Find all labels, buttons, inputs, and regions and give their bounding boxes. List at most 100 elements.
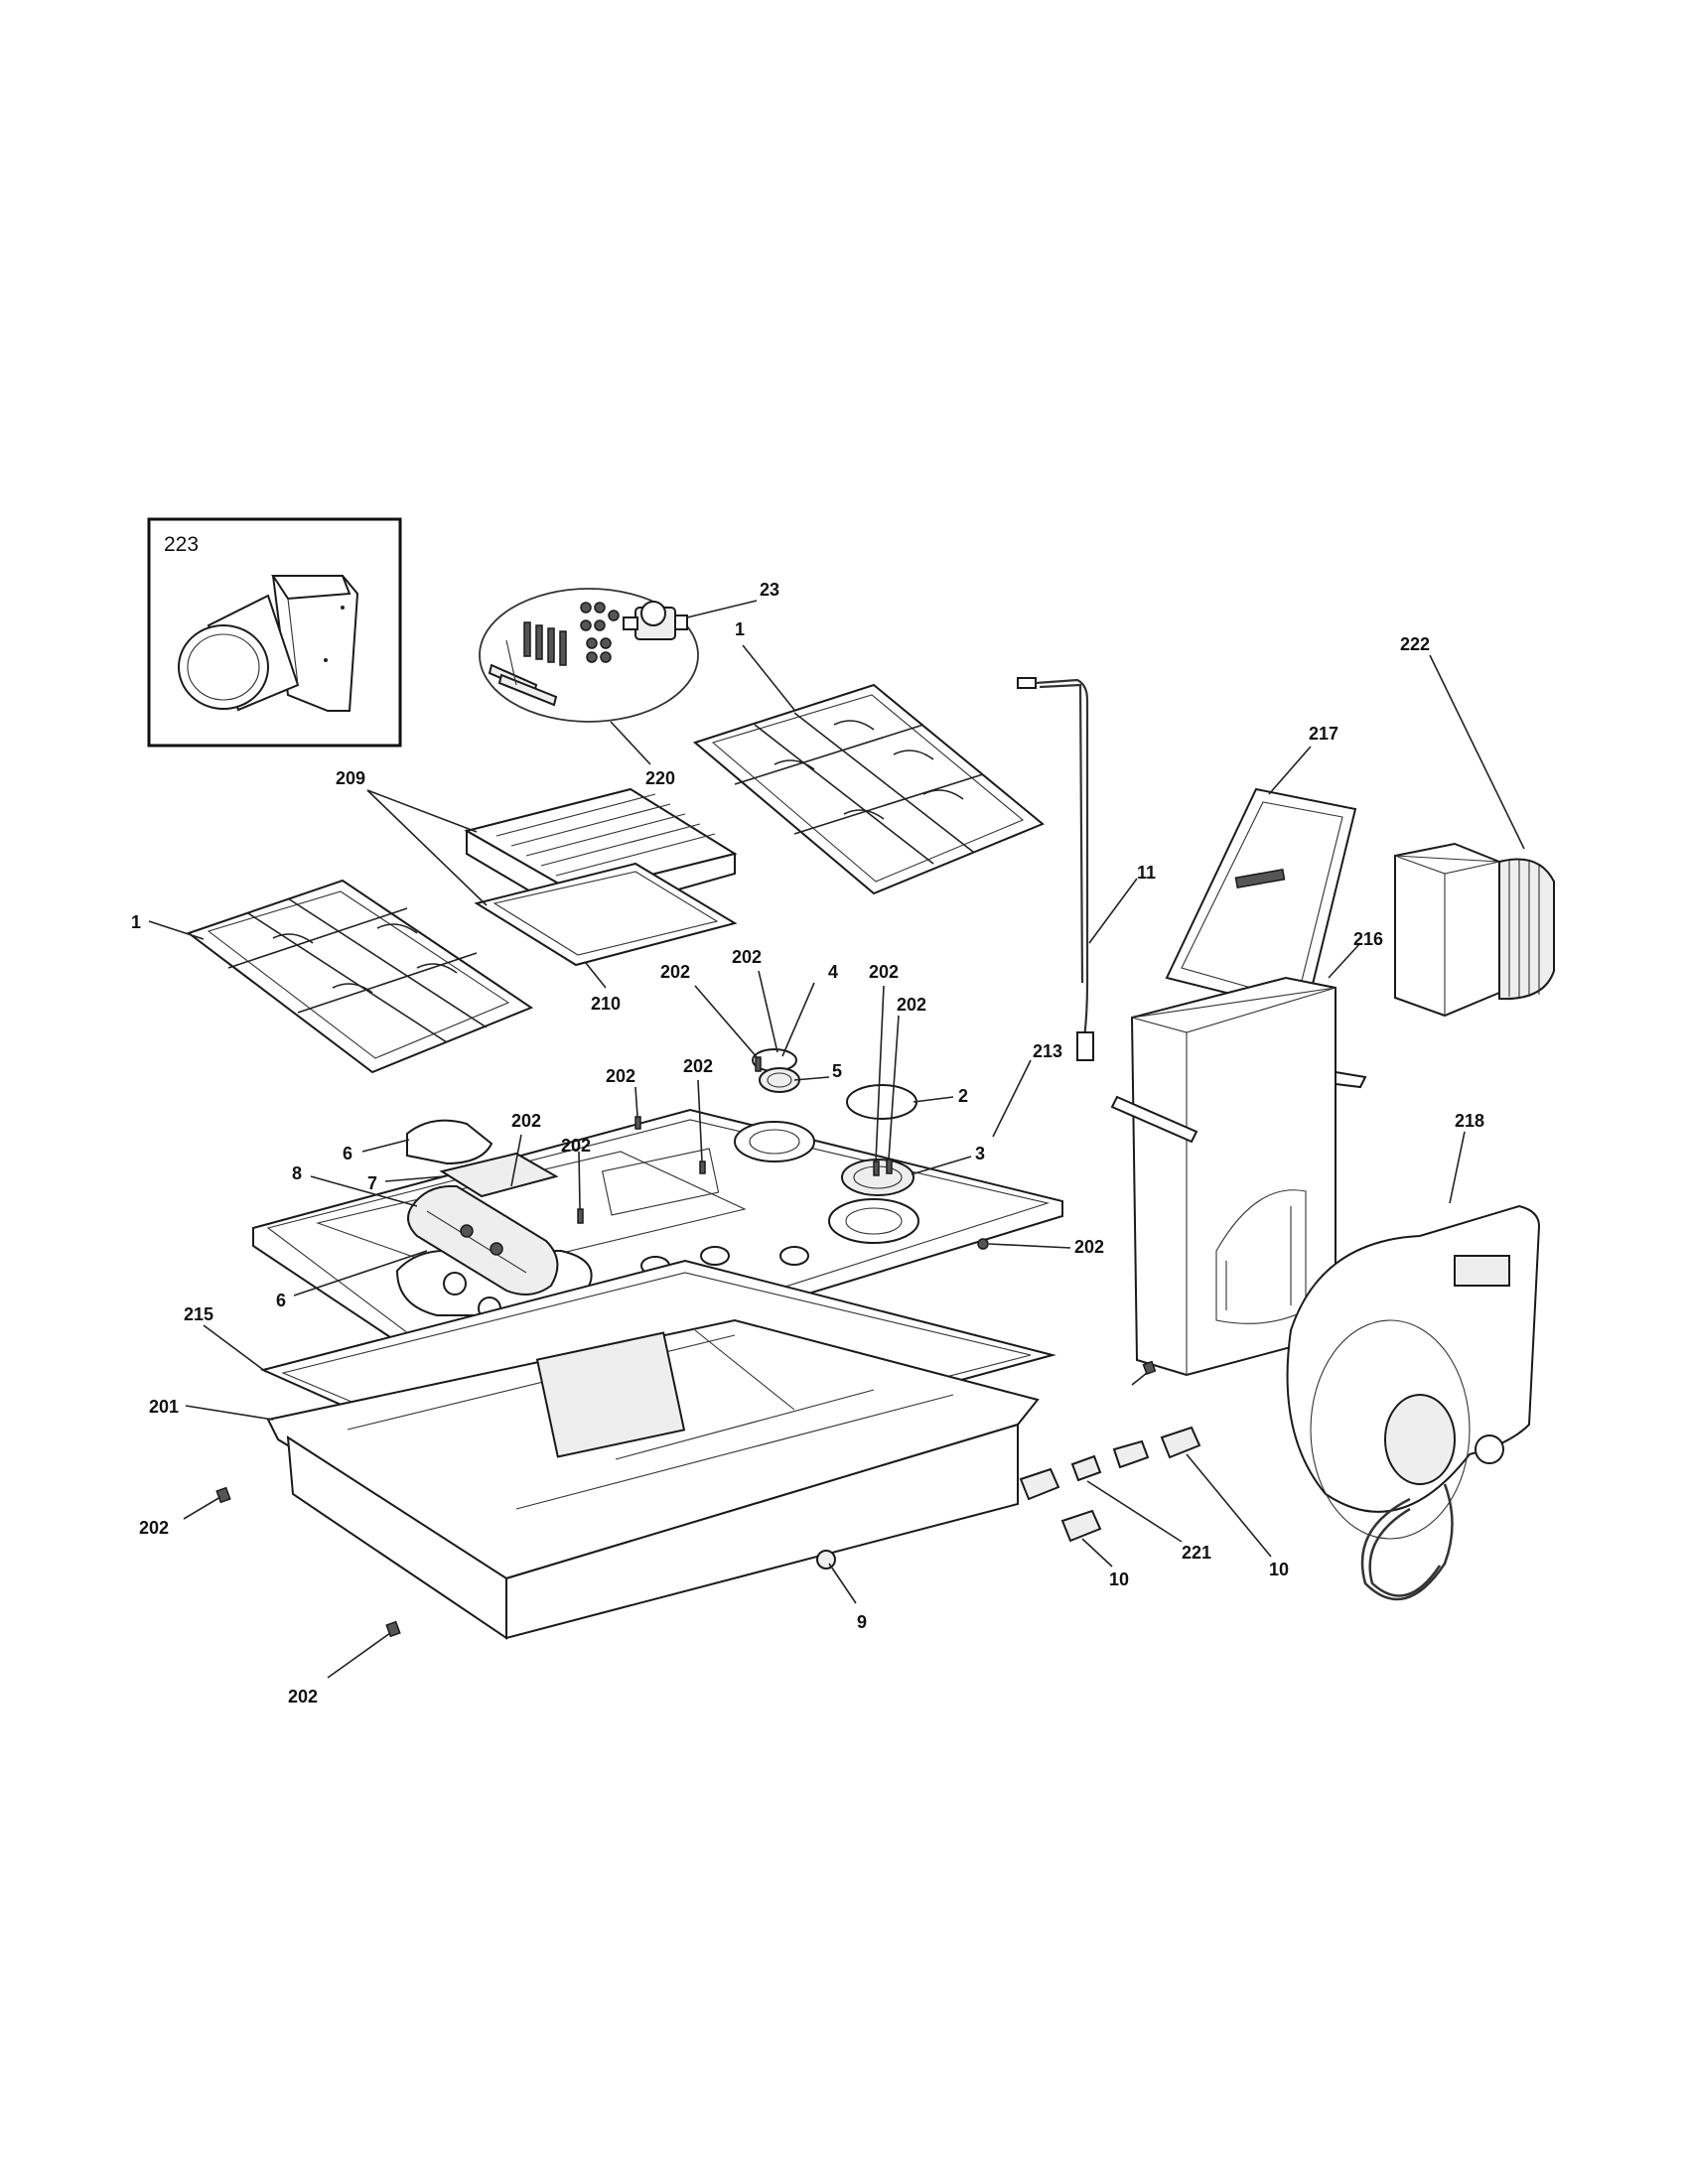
callout-1-left: 1 — [131, 912, 141, 932]
screw-202-plenum — [1142, 1360, 1157, 1376]
leader-213 — [992, 1059, 1032, 1138]
callout-4: 4 — [828, 962, 838, 982]
leader-202-c — [875, 985, 885, 1162]
valve-9-part — [816, 1550, 836, 1570]
right-grate-part — [692, 683, 1045, 895]
leader-202-a — [694, 985, 759, 1059]
burner-cap-large-2 — [846, 1084, 917, 1120]
burner-ring-small-5 — [759, 1067, 800, 1093]
callout-10-right: 10 — [1269, 1560, 1289, 1579]
callout-2: 2 — [958, 1086, 968, 1106]
hardware-screws — [523, 602, 620, 666]
callout-8: 8 — [292, 1163, 302, 1183]
leader-202-j — [183, 1496, 221, 1520]
leader-210 — [585, 962, 607, 989]
callout-218: 218 — [1455, 1111, 1484, 1131]
callout-201: 201 — [149, 1397, 179, 1417]
leader-23 — [686, 600, 758, 618]
callout-216: 216 — [1353, 929, 1383, 949]
callout-221: 221 — [1182, 1543, 1211, 1563]
callout-202-f: 202 — [683, 1056, 713, 1076]
callout-202-b: 202 — [732, 947, 762, 967]
mounting-brackets-part — [488, 639, 558, 707]
leader-6-top — [361, 1139, 410, 1153]
filter-part — [1165, 787, 1357, 1015]
leader-202-i — [988, 1243, 1071, 1249]
callout-11: 11 — [1137, 863, 1156, 883]
callout-23: 23 — [760, 580, 779, 600]
leader-3 — [911, 1156, 972, 1175]
callout-202-d: 202 — [897, 995, 926, 1015]
callout-10-left: 10 — [1109, 1570, 1129, 1589]
callout-210: 210 — [591, 994, 621, 1014]
gas-regulator-part — [623, 601, 688, 640]
leader-202-d — [888, 1015, 900, 1160]
control-knobs-part — [1019, 1426, 1201, 1543]
callout-217: 217 — [1309, 724, 1338, 744]
leader-217 — [1268, 746, 1312, 795]
leader-209a — [366, 789, 478, 833]
callout-202-i: 202 — [1074, 1237, 1104, 1257]
leader-4 — [781, 982, 815, 1057]
leader-201 — [185, 1405, 274, 1421]
screw-202-left — [215, 1486, 231, 1504]
leader-1-right — [742, 644, 795, 711]
hardware-kit-group: 23 220 — [479, 580, 779, 788]
oval-burner-plate-7 — [439, 1152, 559, 1198]
duct-transition-part — [1394, 842, 1555, 1018]
leader-202-l — [1131, 1372, 1148, 1386]
screws-202-top — [577, 1056, 989, 1250]
leader-8 — [310, 1175, 418, 1207]
callout-7: 7 — [367, 1173, 377, 1193]
oval-burner-cap-6 — [406, 1119, 493, 1165]
leader-202-e — [634, 1086, 638, 1118]
leader-10-right — [1186, 1453, 1272, 1558]
wire-harness-part — [1017, 677, 1094, 1061]
callout-6-bottom: 6 — [276, 1291, 286, 1310]
leader-9 — [828, 1563, 857, 1604]
callout-202-h: 202 — [561, 1136, 591, 1156]
callout-223: 223 — [164, 533, 199, 556]
callout-222: 222 — [1400, 634, 1430, 654]
leader-218 — [1449, 1131, 1466, 1204]
callout-3: 3 — [975, 1144, 985, 1163]
leader-11 — [1088, 878, 1138, 944]
callout-202-e: 202 — [606, 1066, 635, 1086]
base-pan-part — [266, 1318, 1040, 1640]
leader-202-g — [510, 1134, 522, 1187]
leader-216 — [1328, 942, 1361, 979]
duct-elbow-part — [178, 575, 359, 712]
callout-202-g: 202 — [511, 1111, 541, 1131]
leader-2 — [913, 1096, 954, 1103]
leader-1-left — [148, 920, 205, 940]
callout-9: 9 — [857, 1612, 867, 1632]
callout-213: 213 — [1033, 1041, 1062, 1061]
callout-215: 215 — [184, 1304, 213, 1324]
leader-220 — [610, 721, 651, 765]
left-grate-part — [186, 879, 534, 1074]
callout-202-j: 202 — [139, 1518, 169, 1538]
leader-202-b — [758, 970, 778, 1053]
callout-6-top: 6 — [343, 1144, 352, 1163]
leader-7 — [384, 1175, 445, 1182]
callout-202-k: 202 — [288, 1687, 318, 1706]
blower-part — [1286, 1204, 1541, 1601]
griddle-tray-part — [474, 862, 738, 967]
callout-202-a: 202 — [660, 962, 690, 982]
leader-209b — [366, 789, 488, 906]
callout-209: 209 — [336, 768, 365, 788]
callout-220: 220 — [645, 768, 675, 788]
oval-burner-ring-8 — [407, 1184, 559, 1296]
callout-202-c: 202 — [869, 962, 899, 982]
leader-5 — [793, 1076, 830, 1081]
leader-202-f — [697, 1079, 703, 1162]
leader-10-left — [1081, 1538, 1113, 1568]
leader-221 — [1086, 1480, 1183, 1543]
leader-202-h — [578, 1151, 581, 1210]
callout-5: 5 — [832, 1061, 842, 1081]
leader-202-k — [327, 1632, 391, 1679]
burner-ring-large-3 — [841, 1159, 914, 1196]
inset-box-223: 223 — [147, 517, 402, 748]
leader-6-bottom — [293, 1250, 428, 1297]
